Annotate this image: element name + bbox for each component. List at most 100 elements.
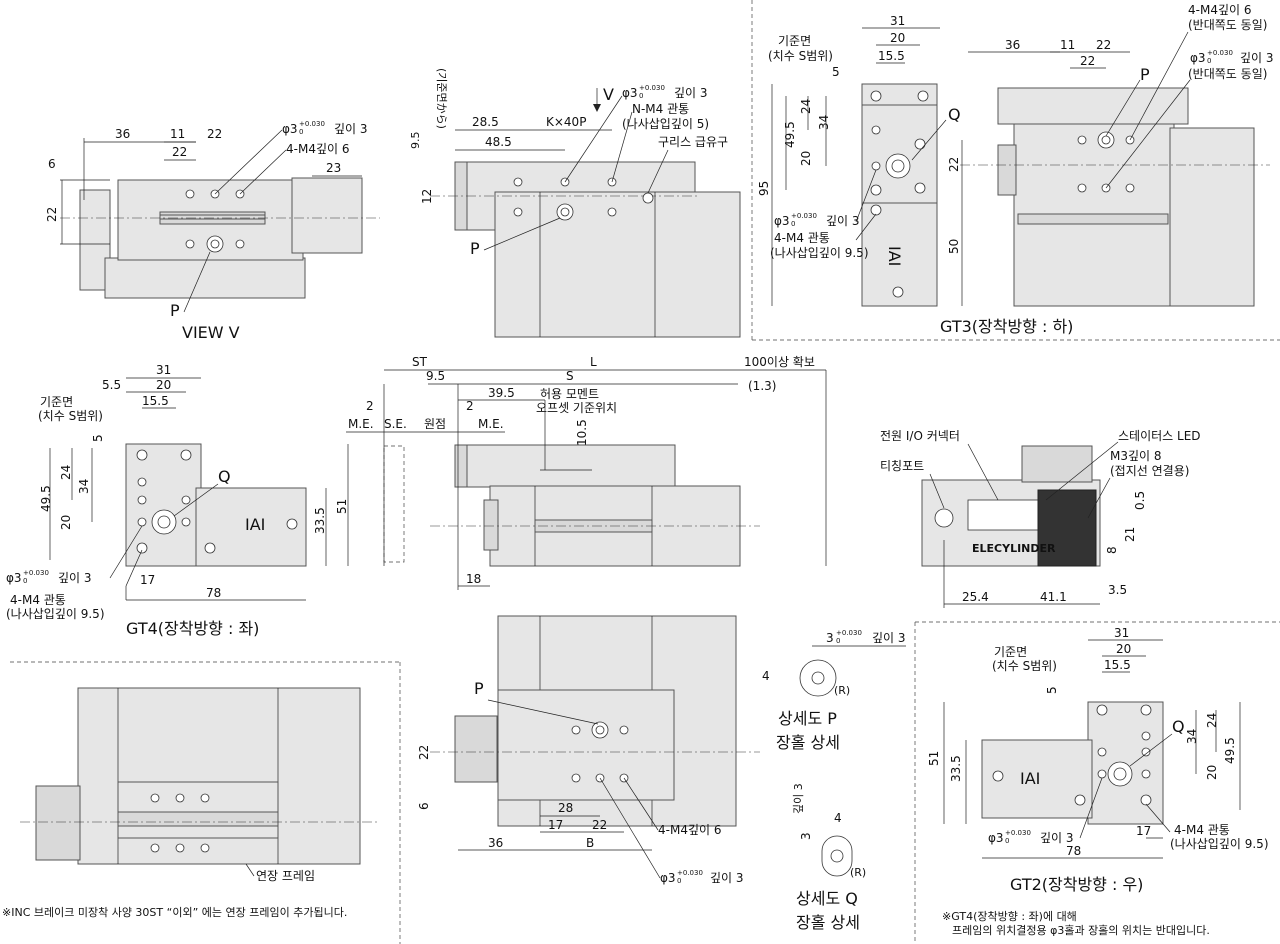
detail-p-hole: 3 (826, 631, 834, 645)
gt3-m4-6: 4-M4깊이 6 (1188, 3, 1251, 17)
gt3-same-opp2: (반대쪽도 동일) (1188, 67, 1267, 81)
gt3-dim-24: 24 (799, 99, 813, 114)
gt3-dim-50: 50 (947, 239, 961, 254)
gt3-slider (997, 87, 1189, 125)
bottom-dim-28: 28 (558, 801, 573, 815)
gt2-dim-20: 20 (1116, 642, 1131, 656)
detail-q-r: (R) (850, 866, 866, 879)
svg-text:0: 0 (1207, 57, 1211, 65)
gt4-dim-20: 20 (156, 378, 171, 392)
dim-11: 11 (170, 127, 185, 141)
connector-power: 전원 I/O 커넥터 (880, 429, 960, 443)
bottom-depth: 깊이 3 (710, 871, 744, 885)
gt4-screw-95: (나사삽입깊이 9.5) (6, 607, 105, 621)
view-v-depth: 깊이 3 (334, 122, 368, 136)
top-2a: 2 (366, 399, 374, 413)
side-hole-note: φ3 (622, 86, 638, 100)
bottom-dim-22b: 22 (592, 818, 607, 832)
svg-text:0: 0 (1005, 837, 1009, 845)
gt3-m4-thru: 4-M4 관통 (774, 231, 830, 245)
top-moment: 허용 모멘트 (540, 387, 599, 401)
detail-views: 3 +0.030 0 깊이 3 4 (R) 상세도 P 장홀 상세 3 깊이 3… (762, 629, 906, 932)
view-v-hole-note: φ3 (282, 122, 298, 136)
top-105: 10.5 (575, 419, 589, 446)
gt4-dim-17: 17 (140, 573, 155, 587)
gt2-logo: IAI (1020, 769, 1040, 788)
gt3-view: IAI 31 20 15.5 기준면 (치수 S범위) 5 24 34 49.5… (757, 3, 1274, 336)
gt2-dim-155: 15.5 (1104, 658, 1131, 672)
teach-port (934, 508, 954, 528)
gt3-dim-155: 15.5 (878, 49, 905, 63)
gt2-dim-34: 34 (1185, 729, 1199, 744)
connector-35: 3.5 (1108, 583, 1127, 597)
side-dim-95: 9.5 (409, 132, 422, 150)
top-l: L (590, 355, 597, 369)
side-depth: 깊이 3 (674, 86, 708, 100)
gt2-note2: 프레임의 위치결정용 φ3홀과 장홀의 위치는 반대입니다. (952, 924, 1210, 937)
svg-text:+0.030: +0.030 (299, 120, 325, 128)
connector-411: 41.1 (1040, 590, 1067, 604)
detail-q-sub: 장홀 상세 (796, 913, 860, 932)
gt2-dim-5: 5 (1045, 686, 1059, 694)
dim-6: 6 (48, 157, 56, 171)
gt3-p-label: P (1140, 65, 1150, 84)
view-v-base (104, 257, 306, 299)
top-13: (1.3) (748, 379, 776, 393)
gt4-ref: 기준면 (40, 395, 73, 409)
connector-05: 0.5 (1133, 491, 1147, 510)
detail-p-r: (R) (834, 684, 850, 697)
view-v-hole (185, 189, 195, 199)
side-dim-285: 28.5 (472, 115, 499, 129)
side-motor (494, 191, 741, 338)
ext-label: 연장 프레임 (256, 869, 315, 883)
detail-p-title: 상세도 P (778, 709, 837, 728)
top-view: ST L 100이상 확보 9.5 S (1.3) 39.5 2 2 M.E. … (346, 355, 827, 590)
top-100: 100이상 확보 (744, 355, 815, 369)
gt4-dim-155: 15.5 (142, 394, 169, 408)
top-me1: M.E. (348, 417, 374, 431)
gt3-dim-36: 36 (1005, 38, 1020, 52)
connector-ground: (접지선 연결용) (1110, 464, 1189, 478)
svg-text:+0.030: +0.030 (1207, 49, 1233, 57)
side-v-label: V (603, 85, 614, 104)
top-slider (454, 444, 676, 488)
top-395: 39.5 (488, 386, 515, 400)
gt2-dim-335: 33.5 (949, 755, 963, 782)
detail-q-hole: 3 (799, 832, 813, 840)
gt4-depth: 깊이 3 (58, 571, 92, 585)
gt2-m4-thru: 4-M4 관통 (1174, 823, 1230, 837)
gt3-dim-34: 34 (817, 115, 831, 130)
gt3-dim-95: 95 (757, 181, 771, 196)
connector-status: 스테이터스 LED (1118, 429, 1201, 443)
gt3-screw-95: (나사삽입깊이 9.5) (770, 246, 869, 260)
gt3-dim-22b: 22 (1080, 54, 1095, 68)
bottom-hole-note: φ3 (660, 871, 676, 885)
detail-q-title: 상세도 Q (796, 889, 858, 908)
gt2-dim-31: 31 (1114, 626, 1129, 640)
gt4-dim-335: 33.5 (313, 507, 327, 534)
gt3-caption: GT3(장착방향 : 하) (940, 317, 1073, 336)
gt2-ref-s: (치수 S범위) (992, 659, 1057, 673)
top-me2: M.E. (478, 417, 504, 431)
gt2-note1: ※GT4(장착방향 : 좌)에 대해 (942, 909, 1077, 923)
svg-text:0: 0 (836, 637, 840, 645)
side-ref-face: (기준면から) (435, 68, 448, 129)
bottom-dim-22: 22 (417, 745, 431, 760)
gt3-dim-5: 5 (832, 65, 840, 79)
side-grease: 구리스 급유구 (658, 135, 728, 149)
bottom-dim-b: B (586, 836, 594, 850)
gt4-dim-31: 31 (156, 363, 171, 377)
gt3-same-opp: (반대쪽도 동일) (1188, 18, 1267, 32)
svg-text:+0.030: +0.030 (23, 569, 49, 577)
gt2-hole-note: φ3 (988, 831, 1004, 845)
detail-q-depth: 깊이 3 (792, 783, 805, 814)
gt3-dim-22a: 22 (1096, 38, 1111, 52)
gt3-dim-22v: 22 (947, 157, 961, 172)
gt2-caption: GT2(장착방향 : 우) (1010, 875, 1143, 894)
connector-254: 25.4 (962, 590, 989, 604)
gt3-dim-20v: 20 (799, 151, 813, 166)
gt3-hole-note2: φ3 (1190, 51, 1206, 65)
dim-23: 23 (326, 161, 341, 175)
connector-8: 8 (1105, 546, 1119, 554)
